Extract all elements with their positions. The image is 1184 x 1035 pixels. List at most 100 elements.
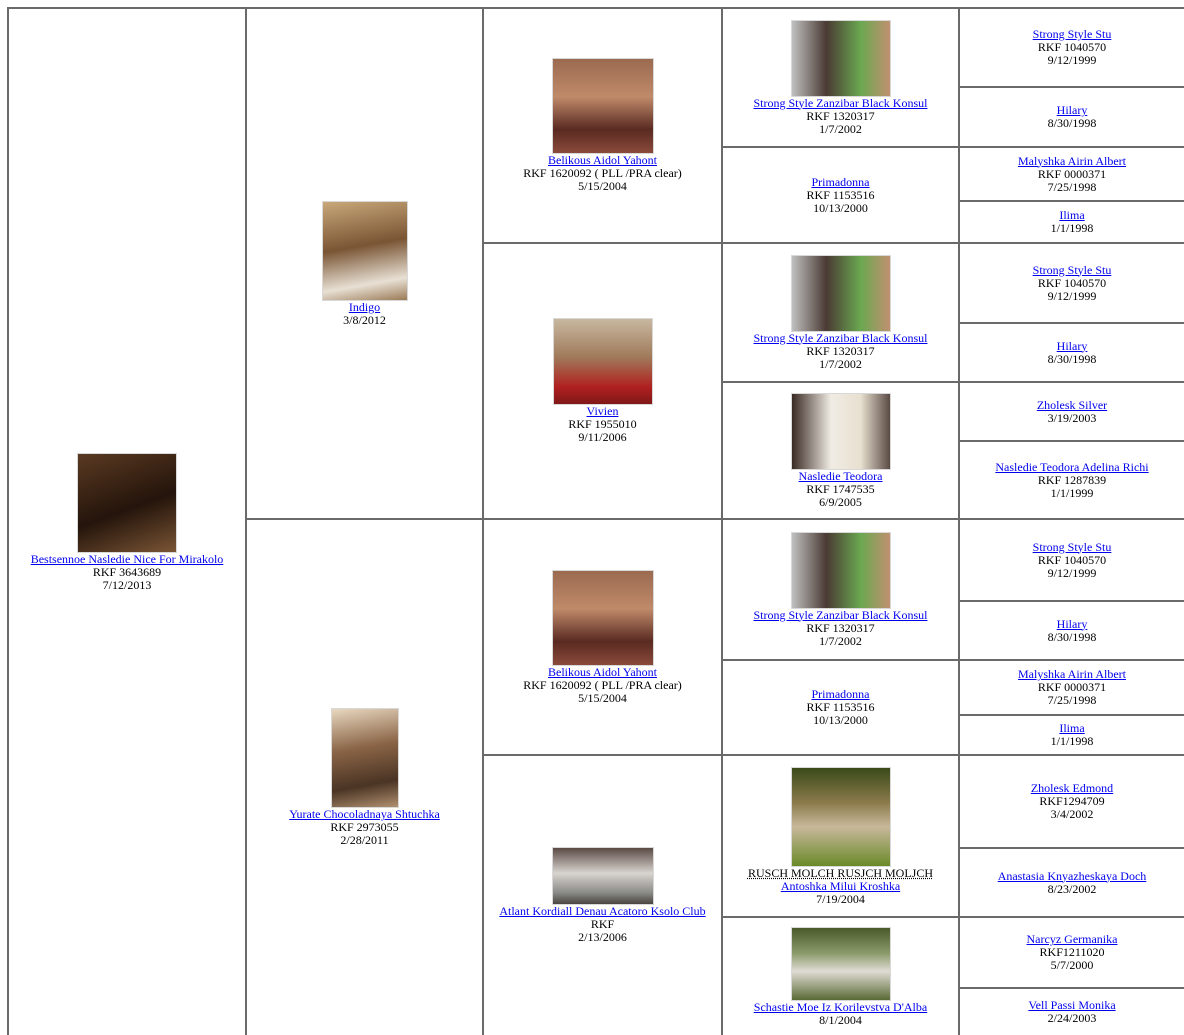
dsd-date: 10/13/2000 (813, 713, 868, 727)
g5-reg-1: RKF 1040570 (1037, 40, 1107, 54)
sss-photo[interactable] (790, 19, 891, 97)
dam-sire-reg: RKF 1620092 ( PLL /PRA clear) (523, 677, 682, 692)
sdd-reg: RKF 1747535 (806, 481, 875, 496)
g5-name-link-16[interactable]: Vell Passi Monika (1028, 998, 1116, 1012)
sire-sire-reg: RKF 1620092 ( PLL /PRA clear) (523, 166, 682, 180)
dds-photo[interactable] (790, 766, 891, 867)
g5-date-10: 8/30/1998 (1047, 629, 1097, 644)
subject-name-link[interactable]: Bestsennoe Nasledie Nice For Mirakolo (30, 551, 224, 566)
g5-reg-11: RKF 0000371 (1037, 680, 1107, 694)
g5-name-link-3[interactable]: Malyshka Airin Albert (1018, 153, 1126, 168)
g5-cell-7: Zholesk Silver 3/19/2003 (958, 381, 1184, 440)
g5-name-link-9[interactable]: Strong Style Stu (1032, 539, 1112, 554)
g5-date-8: 1/1/1999 (1050, 485, 1094, 500)
ssd-date: 10/13/2000 (813, 200, 868, 215)
g5-cell-12: Ilima 1/1/1998 (958, 714, 1184, 754)
dam-name-link[interactable]: Yurate Chocoladnaya Shtuchka (289, 807, 440, 821)
dds-titles-note: RUSCH MOLCH RUSJCH MOLJCH (747, 865, 934, 880)
g5-cell-6: Hilary 8/30/1998 (958, 322, 1184, 381)
g5-cell-8: Nasledie Teodora Adelina Richi RKF 12878… (958, 440, 1184, 518)
sss-name-link[interactable]: Strong Style Zanzibar Black Konsul (753, 95, 928, 110)
dam-dam-name-link[interactable]: Atlant Kordiall Denau Acatoro Ksolo Club (499, 904, 706, 918)
sire-sire-name-link[interactable]: Belikous Aidol Yahont (547, 153, 658, 167)
g5-name-link-13[interactable]: Zholesk Edmond (1030, 781, 1114, 795)
subject-photo[interactable] (77, 452, 177, 553)
g5-cell-9: Strong Style Stu RKF 1040570 9/12/1999 (958, 518, 1184, 600)
g5-name-link-15[interactable]: Narcyz Germanika (1026, 932, 1118, 946)
g5-name-link-10[interactable]: Hilary (1056, 616, 1088, 631)
dam-sire-photo[interactable] (551, 569, 654, 666)
dam-sire-name-link[interactable]: Belikous Aidol Yahont (547, 664, 658, 679)
g5-name-link-8[interactable]: Nasledie Teodora Adelina Richi (995, 459, 1149, 474)
g5-date-2: 8/30/1998 (1047, 116, 1097, 130)
g5-reg-15: RKF1211020 (1039, 945, 1105, 959)
dam-dam-date: 2/13/2006 (578, 930, 627, 944)
subject-reg: RKF 3643689 (92, 564, 162, 579)
g5-name-link-14[interactable]: Anastasia Knyazheskaya Doch (997, 868, 1147, 883)
g5-name-link-4[interactable]: Ilima (1059, 208, 1085, 222)
sds-date: 1/7/2002 (819, 356, 862, 371)
sire-date: 3/8/2012 (343, 312, 386, 327)
sire-name-link[interactable]: Indigo (348, 299, 381, 314)
g5-name-link-5[interactable]: Strong Style Stu (1032, 262, 1112, 277)
sire-sire-photo[interactable] (551, 58, 654, 154)
dam-sire-date: 5/15/2004 (578, 690, 627, 705)
ddd-photo[interactable] (790, 926, 891, 1001)
g5-date-7: 3/19/2003 (1047, 410, 1097, 425)
dss-name-link[interactable]: Strong Style Zanzibar Black Konsul (753, 607, 928, 622)
g5-date-15: 5/7/2000 (1050, 958, 1094, 972)
dss-date: 1/7/2002 (819, 633, 862, 648)
sdd-name-link[interactable]: Nasledie Teodora (798, 468, 883, 483)
g5-reg-9: RKF 1040570 (1037, 552, 1107, 567)
g5-name-link-7[interactable]: Zholesk Silver (1036, 397, 1108, 412)
g5-name-link-6[interactable]: Hilary (1056, 338, 1088, 353)
ddd-date: 8/1/2004 (819, 1012, 862, 1027)
sdd-cell: Nasledie Teodora RKF 1747535 6/9/2005 (721, 381, 958, 518)
dam-reg: RKF 2973055 (330, 820, 399, 834)
dds-name-link[interactable]: Antoshka Milui Kroshka (780, 878, 901, 893)
sire-photo[interactable] (321, 200, 408, 301)
ssd-name-link[interactable]: Primadonna (811, 174, 870, 189)
g5-date-6: 8/30/1998 (1047, 351, 1097, 366)
dam-dam-cell: Atlant Kordiall Denau Acatoro Ksolo Club… (482, 754, 721, 1035)
sdd-photo[interactable] (790, 392, 891, 470)
g5-cell-2: Hilary 8/30/1998 (958, 86, 1184, 146)
sds-name-link[interactable]: Strong Style Zanzibar Black Konsul (753, 330, 928, 345)
g5-name-link-1[interactable]: Strong Style Stu (1032, 27, 1112, 41)
pedigree-table: Bestsennoe Nasledie Nice For Mirakolo RK… (7, 7, 1184, 1035)
g5-date-12: 1/1/1998 (1050, 734, 1094, 748)
g5-name-link-11[interactable]: Malyshka Airin Albert (1018, 667, 1126, 681)
dam-dam-photo[interactable] (551, 847, 654, 905)
dsd-cell: Primadonna RKF 1153516 10/13/2000 (721, 659, 958, 754)
sds-cell: Strong Style Zanzibar Black Konsul RKF 1… (721, 242, 958, 381)
g5-cell-13: Zholesk Edmond RKF1294709 3/4/2002 (958, 754, 1184, 847)
sdd-date: 6/9/2005 (819, 494, 862, 509)
sire-dam-photo[interactable] (552, 318, 653, 405)
dsd-name-link[interactable]: Primadonna (811, 687, 870, 701)
dss-reg: RKF 1320317 (806, 620, 875, 635)
g5-reg-8: RKF 1287839 (1037, 472, 1107, 487)
dsd-reg: RKF 1153516 (806, 700, 875, 714)
dss-cell: Strong Style Zanzibar Black Konsul RKF 1… (721, 518, 958, 659)
sds-photo[interactable] (790, 254, 891, 332)
g5-date-11: 7/25/1998 (1047, 693, 1097, 707)
sire-cell: Indigo 3/8/2012 (245, 7, 482, 518)
g5-reg-13: RKF1294709 (1039, 794, 1105, 808)
subject-cell: Bestsennoe Nasledie Nice For Mirakolo RK… (7, 7, 245, 1035)
g5-name-link-2[interactable]: Hilary (1056, 103, 1088, 117)
g5-cell-11: Malyshka Airin Albert RKF 0000371 7/25/1… (958, 659, 1184, 714)
ssd-cell: Primadonna RKF 1153516 10/13/2000 (721, 146, 958, 242)
dam-photo[interactable] (330, 708, 399, 808)
dds-date: 7/19/2004 (816, 891, 865, 906)
dam-cell: Yurate Chocoladnaya Shtuchka RKF 2973055… (245, 518, 482, 1035)
g5-date-9: 9/12/1999 (1047, 565, 1097, 580)
g5-cell-16: Vell Passi Monika 2/24/2003 (958, 987, 1184, 1035)
g5-date-4: 1/1/1998 (1050, 221, 1094, 235)
g5-name-link-12[interactable]: Ilima (1059, 721, 1085, 735)
sire-dam-name-link[interactable]: Vivien (586, 404, 619, 418)
g5-date-1: 9/12/1999 (1047, 53, 1097, 67)
dss-photo[interactable] (790, 531, 891, 609)
g5-cell-4: Ilima 1/1/1998 (958, 200, 1184, 242)
ddd-name-link[interactable]: Schastie Moe Iz Korilevstva D'Alba (753, 999, 928, 1014)
sss-reg: RKF 1320317 (806, 108, 875, 123)
